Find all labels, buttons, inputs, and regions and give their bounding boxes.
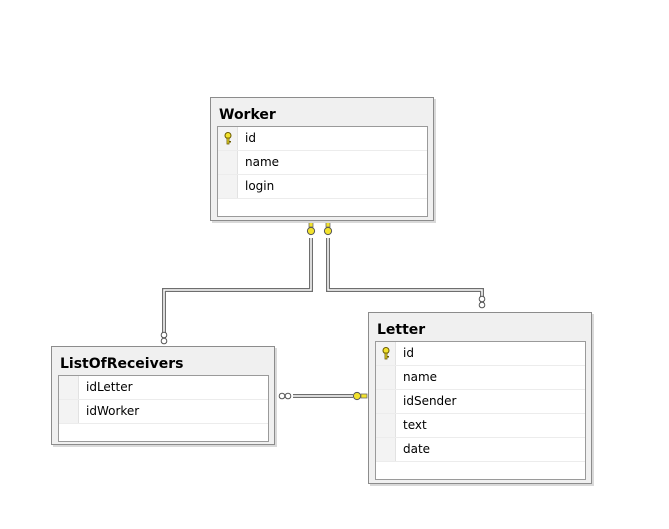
column-name: date xyxy=(403,442,431,456)
column-row[interactable]: login xyxy=(218,175,427,199)
key-endpoint-icon xyxy=(352,391,368,401)
column-name: idLetter xyxy=(86,380,133,394)
column-row[interactable]: id xyxy=(376,342,585,366)
column-name: name xyxy=(245,155,280,169)
empty-row xyxy=(218,199,427,216)
column-row[interactable]: date xyxy=(376,438,585,462)
column-row[interactable]: idSender xyxy=(376,390,585,414)
row-selector[interactable] xyxy=(218,175,238,198)
column-grid: id name login xyxy=(217,126,428,217)
table-title: Letter xyxy=(377,322,426,338)
column-row[interactable]: idLetter xyxy=(59,376,268,400)
column-row[interactable]: id xyxy=(218,127,427,151)
table-worker[interactable]: Worker id name login xyxy=(210,97,434,221)
column-grid: id name idSender text date xyxy=(375,341,586,480)
table-title: Worker xyxy=(219,107,276,123)
relationship-worker-letter[interactable] xyxy=(326,238,484,304)
column-name: id xyxy=(403,346,414,360)
column-name: idSender xyxy=(403,394,457,408)
table-listofreceivers[interactable]: ListOfReceivers idLetter idWorker xyxy=(51,346,275,445)
column-name: idWorker xyxy=(86,404,140,418)
table-title: ListOfReceivers xyxy=(60,356,184,372)
empty-row xyxy=(59,424,268,441)
column-row[interactable]: name xyxy=(376,366,585,390)
many-endpoint-icon xyxy=(278,392,292,400)
primary-key-icon xyxy=(382,347,390,360)
many-endpoint-icon xyxy=(160,331,168,345)
primary-key-icon xyxy=(224,132,232,145)
key-endpoint-icon xyxy=(306,220,316,236)
key-endpoint-icon xyxy=(323,220,333,236)
row-selector[interactable] xyxy=(376,414,396,437)
column-name: text xyxy=(403,418,427,432)
column-name: name xyxy=(403,370,438,384)
column-row[interactable]: name xyxy=(218,151,427,175)
row-selector[interactable] xyxy=(376,438,396,461)
row-selector[interactable] xyxy=(218,151,238,174)
column-row[interactable]: idWorker xyxy=(59,400,268,424)
row-selector[interactable] xyxy=(376,342,396,365)
table-letter[interactable]: Letter id name idSender text xyxy=(368,312,592,484)
column-row[interactable]: text xyxy=(376,414,585,438)
row-selector[interactable] xyxy=(59,376,79,399)
column-name: id xyxy=(245,131,256,145)
column-grid: idLetter idWorker xyxy=(58,375,269,442)
row-selector[interactable] xyxy=(218,127,238,150)
row-selector[interactable] xyxy=(376,366,396,389)
row-selector[interactable] xyxy=(59,400,79,423)
empty-row xyxy=(376,462,585,479)
relationship-worker-listofreceivers[interactable] xyxy=(162,238,313,338)
many-endpoint-icon xyxy=(478,295,486,309)
row-selector[interactable] xyxy=(376,390,396,413)
column-name: login xyxy=(245,179,275,193)
